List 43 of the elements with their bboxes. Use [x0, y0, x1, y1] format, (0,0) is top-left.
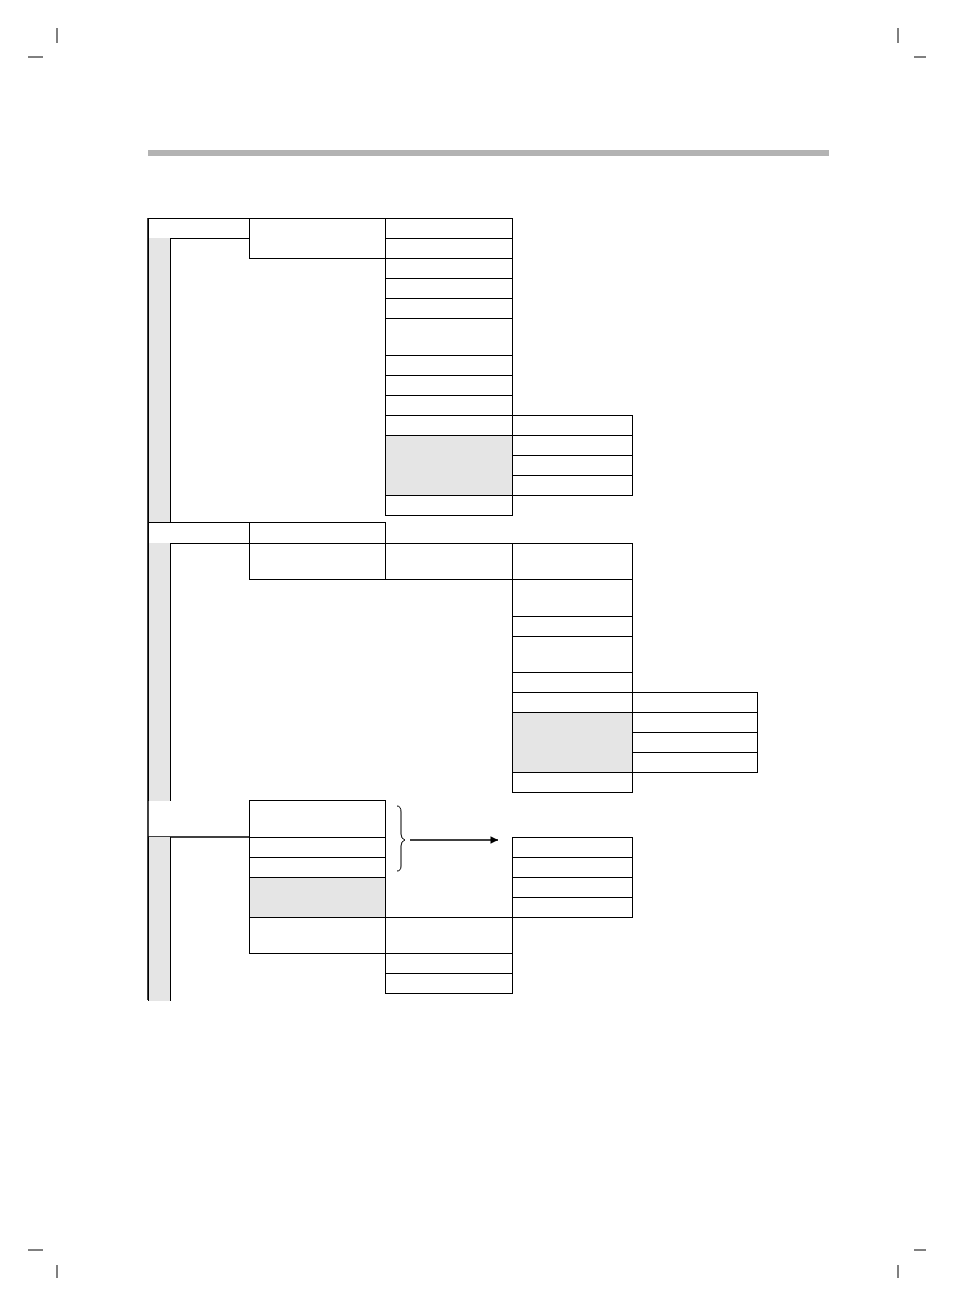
menu-box [249, 857, 386, 878]
menu-box [512, 877, 633, 898]
menu-box [512, 616, 633, 637]
menu-box [512, 543, 633, 580]
menu-box [512, 772, 633, 793]
menu-box [148, 522, 250, 544]
menu-box [249, 837, 386, 858]
highlighted-menu-box [385, 435, 513, 496]
menu-box [249, 917, 386, 954]
menu-box [512, 415, 633, 436]
menu-box [385, 318, 513, 356]
menu-box [385, 543, 513, 580]
menu-box [249, 522, 386, 544]
menu-box [512, 475, 633, 496]
menu-box [249, 800, 386, 838]
menu-box [385, 375, 513, 396]
menu-box [385, 355, 513, 376]
menu-box [385, 258, 513, 279]
menu-box [512, 857, 633, 878]
menu-box [512, 636, 633, 673]
arrow [409, 836, 499, 844]
menu-box [249, 218, 386, 259]
menu-box [249, 543, 386, 580]
menu-box [512, 897, 633, 918]
side-bar [148, 837, 171, 1001]
highlighted-menu-box [512, 712, 633, 773]
menu-box [512, 579, 633, 617]
menu-box [385, 278, 513, 299]
menu-box [385, 298, 513, 319]
menu-box [385, 395, 513, 416]
menu-box [632, 692, 758, 713]
highlighted-menu-box [249, 877, 386, 918]
side-bar [148, 543, 171, 801]
menu-box [385, 218, 513, 239]
menu-box [385, 495, 513, 516]
menu-box [512, 837, 633, 858]
menu-box [385, 973, 513, 994]
menu-box [385, 953, 513, 974]
menu-box [385, 917, 513, 954]
side-bar [148, 238, 171, 523]
menu-box [632, 752, 758, 773]
menu-box [148, 218, 250, 239]
menu-box [512, 672, 633, 693]
